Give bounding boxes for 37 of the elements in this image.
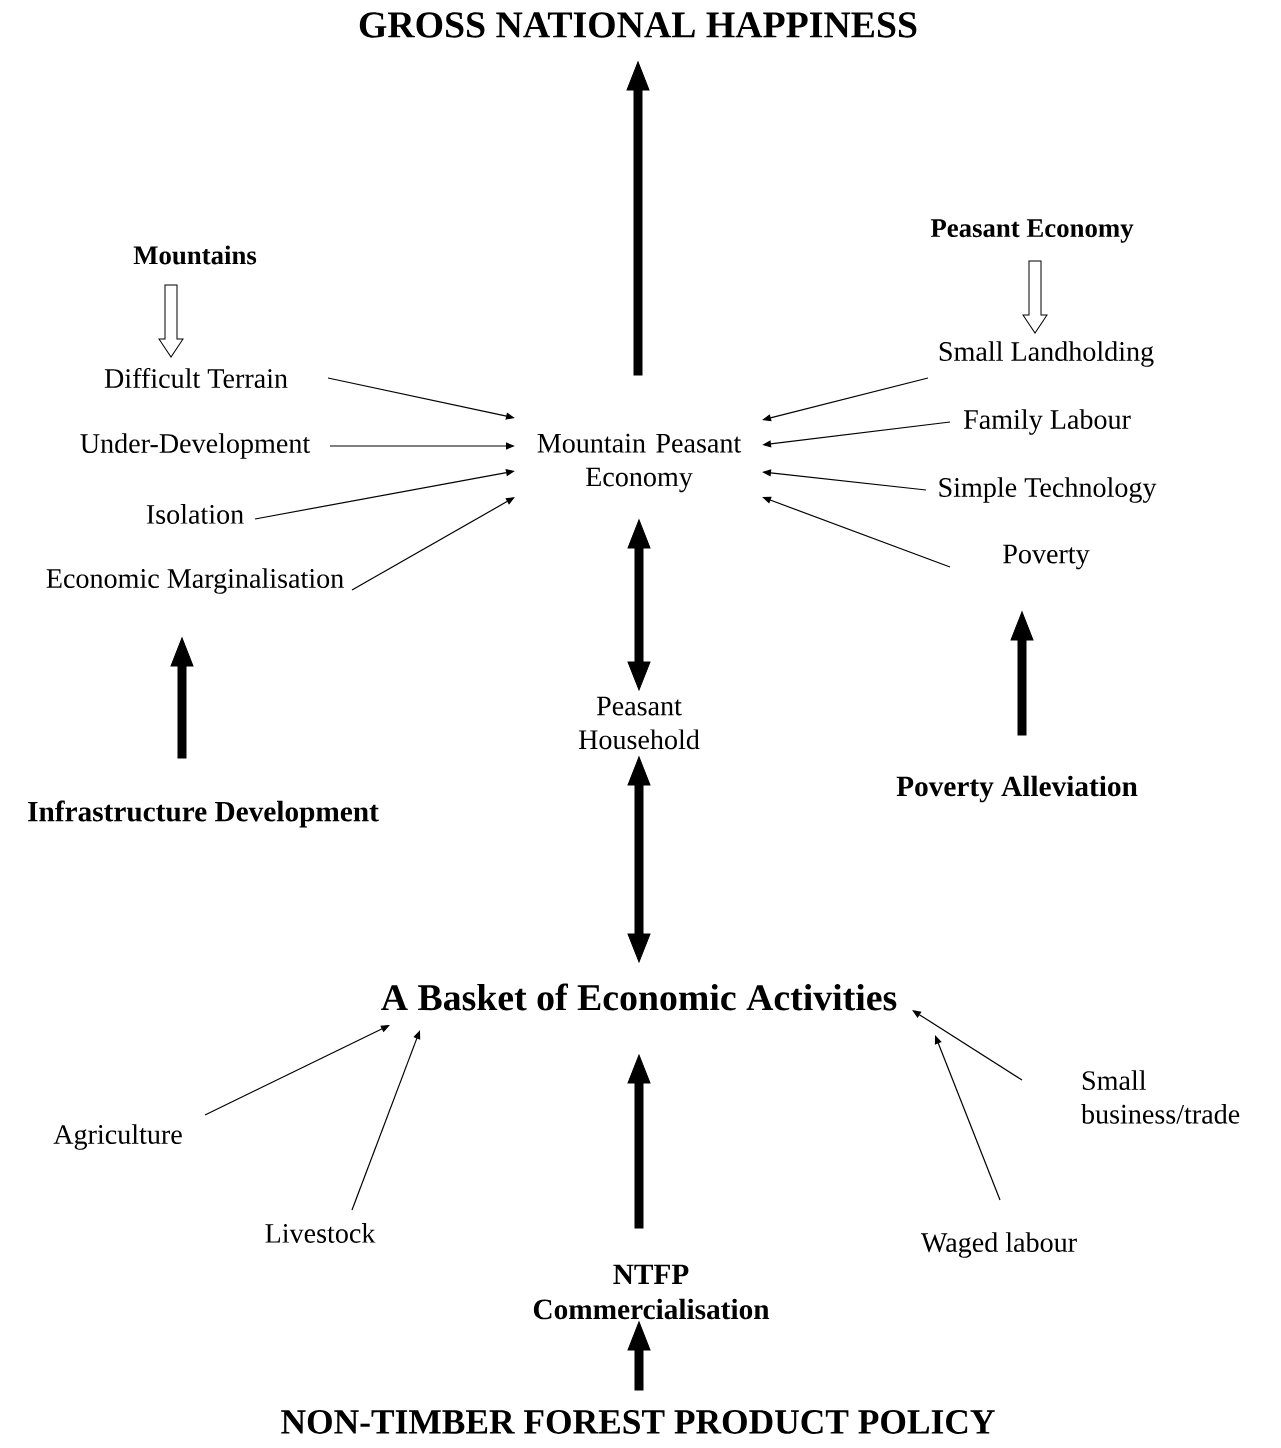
activities-heading: A Basket of Economic Activities xyxy=(381,983,897,1011)
heading: NON-TIMBER FOREST PRODUCT POLICY xyxy=(281,1410,995,1434)
activity-label: Waged labour xyxy=(920,1232,1077,1258)
factor-label: Economic Marginalisation xyxy=(46,568,344,594)
block-arrow xyxy=(158,284,184,358)
arrow xyxy=(204,1025,390,1116)
activity-label: Livestock xyxy=(265,1223,376,1243)
activity-label: Agriculture xyxy=(53,1124,182,1150)
arrow xyxy=(351,1030,421,1211)
policy-label: NTFP Commercialisation xyxy=(533,1264,770,1320)
block-arrow xyxy=(626,61,650,376)
arrow xyxy=(762,496,951,568)
block-arrow xyxy=(1010,611,1034,736)
intervention-label: Poverty Alleviation xyxy=(896,775,1138,803)
factor-label: Isolation xyxy=(146,504,244,524)
central-label: Mountain Peasant Economy xyxy=(537,433,742,493)
factor-label: Poverty xyxy=(1003,544,1090,570)
heading: GROSS NATIONAL HAPPINESS xyxy=(359,12,917,38)
block-arrow xyxy=(627,1321,651,1391)
arrow xyxy=(934,1035,1001,1201)
household-label: Peasant Household xyxy=(578,696,700,750)
block-arrow xyxy=(170,637,194,759)
arrow xyxy=(912,1010,1023,1081)
factor-label: Under-Development xyxy=(80,433,311,459)
factor-label: Small Landholding xyxy=(939,341,1154,367)
intervention-label: Infrastructure Development xyxy=(28,800,379,828)
factor-label: Difficult Terrain xyxy=(104,367,288,389)
block-arrow xyxy=(1022,260,1048,334)
factor-label: Family Labour xyxy=(963,409,1131,435)
block-arrow xyxy=(627,1054,651,1229)
group-heading: Mountains xyxy=(133,245,257,265)
factor-label: Simple Technology xyxy=(939,477,1157,503)
arrow xyxy=(351,497,515,591)
group-heading: Peasant Economy xyxy=(930,219,1134,243)
block-arrow xyxy=(627,756,651,963)
block-arrow xyxy=(627,519,651,691)
activity-label: Small business/trade xyxy=(1081,1070,1240,1124)
